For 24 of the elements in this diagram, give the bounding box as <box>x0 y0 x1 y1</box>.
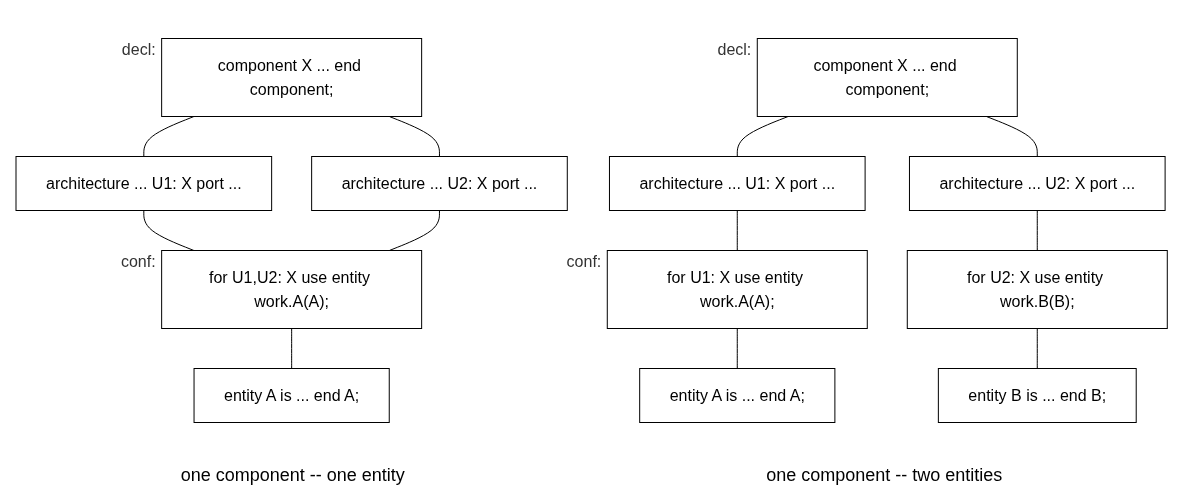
connector <box>736 210 738 251</box>
connector <box>1036 210 1038 251</box>
node-box: entity A is ... end A; <box>639 368 836 423</box>
side-label: decl: <box>717 40 752 58</box>
node-box: for U1,U2: X use entity work.A(A); <box>161 250 422 329</box>
connector <box>736 328 738 369</box>
node-box: architecture ... U1: X port ... <box>608 156 866 211</box>
connector <box>736 116 789 157</box>
side-label: conf: <box>120 252 156 270</box>
node-box: architecture ... U1: X port ... <box>15 156 272 211</box>
connector <box>1036 328 1038 369</box>
node-box: component X ... end component; <box>756 38 1018 117</box>
node-box: component X ... end component; <box>161 38 422 117</box>
node-box: for U2: X use entity work.B(B); <box>906 250 1168 329</box>
node-box: entity A is ... end A; <box>193 368 390 423</box>
caption-text: one component -- one entity <box>180 465 405 486</box>
side-label: decl: <box>121 40 156 58</box>
connector <box>291 328 292 369</box>
node-box: architecture ... U2: X port ... <box>908 156 1166 211</box>
node-box: architecture ... U2: X port ... <box>311 156 568 211</box>
caption-text: one component -- two entities <box>766 465 1003 486</box>
node-box: entity B is ... end B; <box>937 368 1137 423</box>
node-box: for U1: X use entity work.A(A); <box>606 250 868 329</box>
side-label: conf: <box>566 252 602 270</box>
